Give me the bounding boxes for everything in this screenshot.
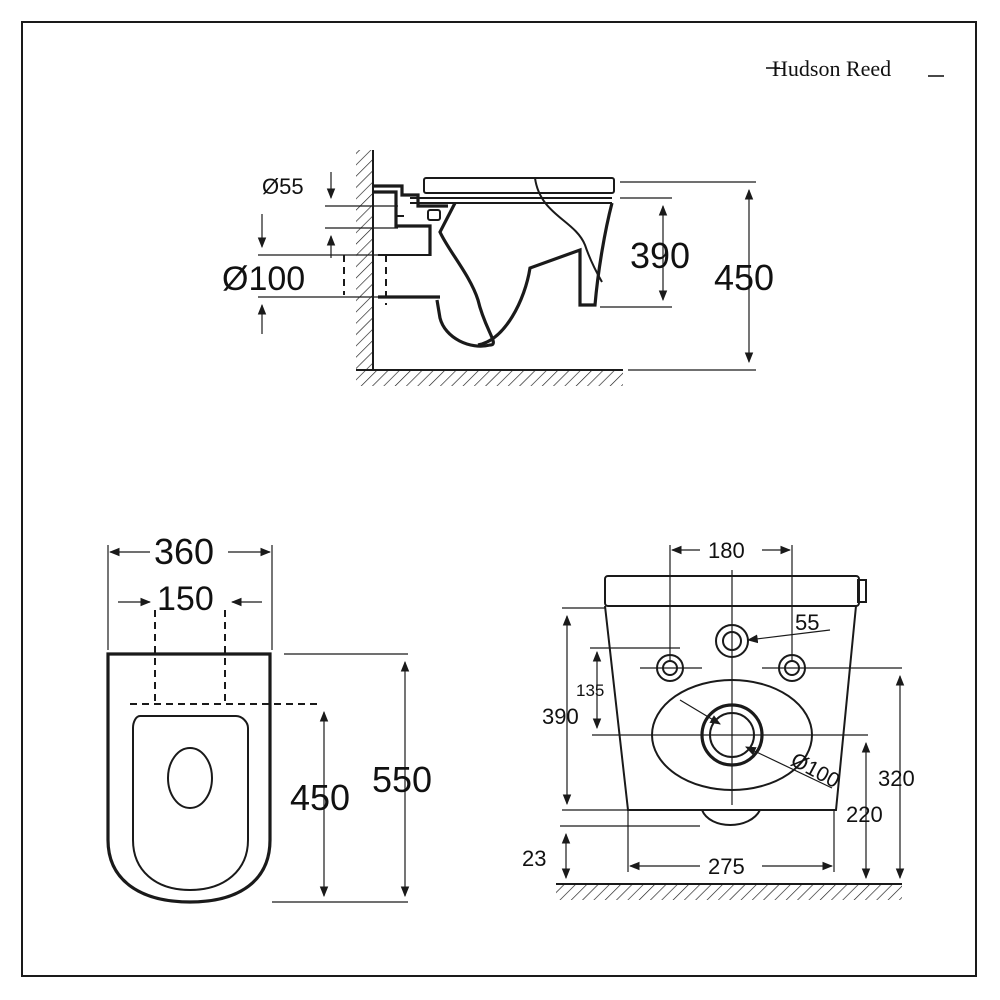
floor-hatch (373, 370, 623, 386)
side-dim-d55: Ø55 (262, 174, 304, 199)
seat-outline (132, 715, 249, 892)
top-dim-w150: 150 (157, 580, 214, 618)
pan-outline (106, 652, 272, 904)
top-dim-l550: 550 (372, 759, 432, 800)
rear-dim-d100: Ø100 (787, 748, 843, 792)
rear-dim-d55: 55 (795, 610, 819, 635)
rear-dim-h220: 220 (846, 802, 883, 827)
bowl-outline (435, 202, 495, 348)
wall-hatch (356, 150, 373, 386)
rear-dim-h23: 23 (522, 846, 546, 871)
rear-dim-w180: 180 (708, 538, 745, 563)
seat-lid (423, 177, 615, 194)
side-dim-h450: 450 (714, 257, 774, 298)
rear-dim-w275: 275 (708, 854, 745, 879)
top-view: 360 150 450 550 (106, 531, 432, 904)
brand-name: Hudson Reed (772, 56, 891, 81)
seat-hole (167, 747, 213, 809)
rear-dim-h390: 390 (542, 704, 579, 729)
top-dim-l450: 450 (290, 777, 350, 818)
rear-dim-h135: 135 (576, 681, 604, 700)
rear-body (604, 605, 857, 811)
side-dim-d100: Ø100 (222, 260, 305, 298)
rear-floor-hatch (556, 884, 902, 900)
rear-dim-h320: 320 (878, 766, 915, 791)
drawing-border (21, 21, 977, 977)
brand-logo: Hudson Reed (766, 56, 944, 81)
side-view: Ø55 Ø100 390 450 (222, 150, 774, 386)
top-dim-w360: 360 (154, 531, 214, 572)
rear-view: 180 55 390 135 Ø100 320 220 23 275 (522, 538, 915, 900)
side-dim-h390: 390 (630, 235, 690, 276)
